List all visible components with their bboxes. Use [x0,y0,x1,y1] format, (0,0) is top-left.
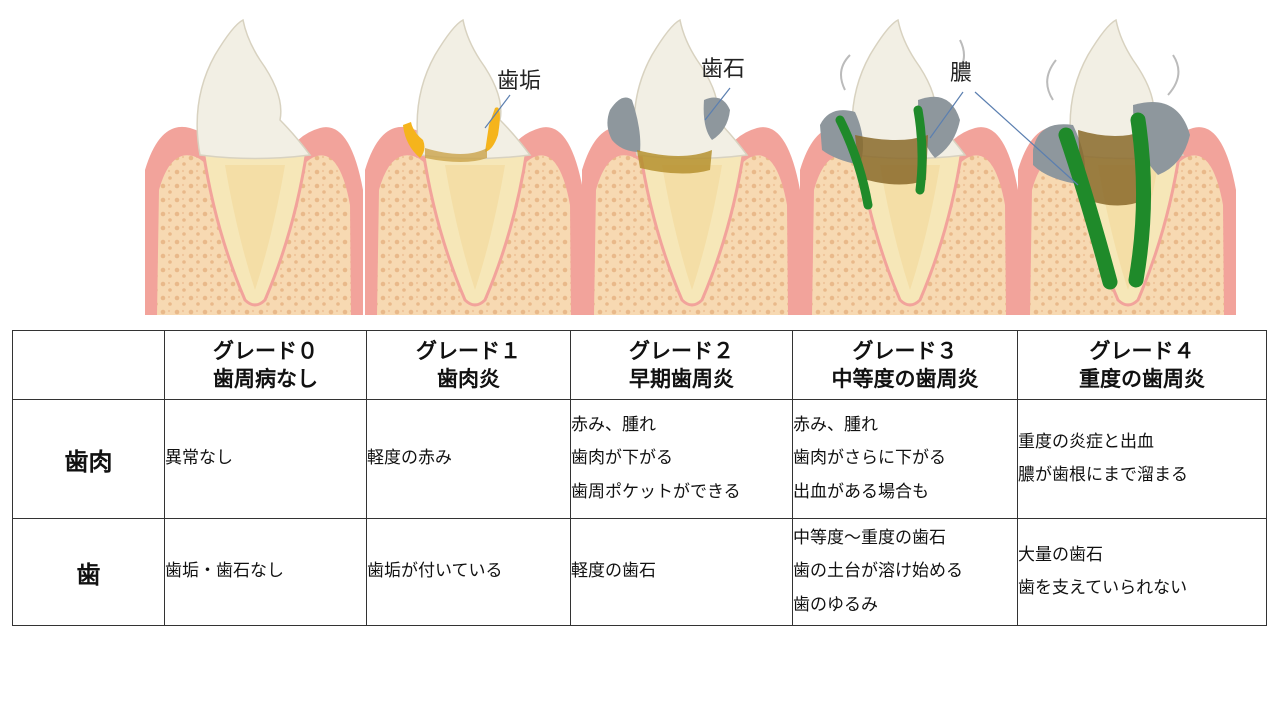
callout-tartar: 歯石 [701,57,745,82]
gum-grade-4: 重度の炎症と出血膿が歯根にまで溜まる [1017,399,1267,519]
gum-grade-1: 軽度の赤み [366,399,571,519]
pus-deposit [1128,112,1152,288]
periodontal-stage-illustrations: 歯垢 歯石 膿 [143,18,1238,317]
tooth-grade-1 [363,18,585,317]
tooth-grade-2-cell: 軽度の歯石 [570,518,793,626]
gum-grade-0: 異常なし [164,399,367,519]
tartar-deposit [607,97,641,152]
row-label-tooth: 歯 [12,518,165,626]
tooth-grade-3-cell: 中等度～重度の歯石歯の土台が溶け始める歯のゆるみ [792,518,1018,626]
row-label-gum: 歯肉 [12,399,165,519]
tooth-grade-4-cell: 大量の歯石歯を支えていられない [1017,518,1267,626]
gum-row: 歯肉 異常なし 軽度の赤み 赤み、腫れ歯肉が下がる歯周ポケットができる 赤み、腫… [12,399,1267,519]
pus-deposit [913,105,927,195]
callout-pus: 膿 [950,61,972,86]
callout-plaque: 歯垢 [497,69,541,94]
tooth-grade-1-cell: 歯垢が付いている [366,518,571,626]
pus-deposit [835,115,873,210]
corner-cell [12,330,165,400]
pus-deposit [1058,127,1118,290]
gum-grade-3: 赤み、腫れ歯肉がさらに下がる出血がある場合も [792,399,1018,519]
tooth-grade-0 [143,18,365,317]
plaque-deposit [403,122,425,158]
plaque-deposit [485,107,500,152]
tooth-grade-2 [580,18,802,317]
tooth-grade-3 [798,18,1020,317]
tooth-row: 歯 歯垢・歯石なし 歯垢が付いている 軽度の歯石 中等度～重度の歯石歯の土台が溶… [12,518,1267,626]
tartar-deposit [703,97,730,140]
tartar-deposit [918,96,960,158]
tooth-grade-0-cell: 歯垢・歯石なし [164,518,367,626]
tooth-grade-4 [1016,18,1238,317]
gum-grade-2: 赤み、腫れ歯肉が下がる歯周ポケットができる [570,399,793,519]
